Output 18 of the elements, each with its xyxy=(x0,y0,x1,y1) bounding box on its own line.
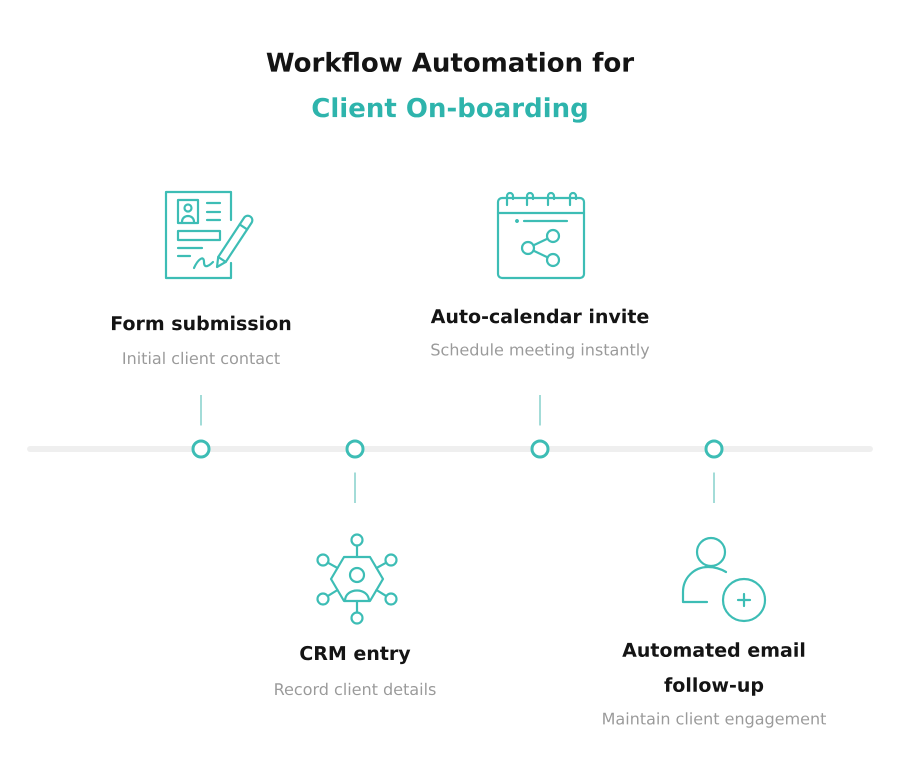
step-description: Initial client contact xyxy=(123,352,280,364)
timeline-dot xyxy=(530,440,550,458)
connector-line xyxy=(354,472,356,503)
timeline-dot xyxy=(192,440,210,458)
step-title: CRM entry xyxy=(300,646,410,664)
subtitle: Client On-boarding xyxy=(312,97,587,123)
step-title: Automated email follow-up xyxy=(622,642,804,696)
step-description: Schedule meeting instantly xyxy=(431,343,650,359)
step-title: Form submission xyxy=(112,316,290,330)
connector-line xyxy=(200,395,202,426)
step-description: Maintain client engagement xyxy=(603,712,826,728)
connector-line xyxy=(713,472,715,503)
timeline-dot xyxy=(704,440,724,458)
connector-line xyxy=(539,395,541,426)
title: Workflow Automation for xyxy=(266,52,634,72)
timeline-dot xyxy=(346,440,364,458)
step-title: Auto-calendar invite xyxy=(430,308,648,324)
step-description: Record client details xyxy=(275,682,436,696)
